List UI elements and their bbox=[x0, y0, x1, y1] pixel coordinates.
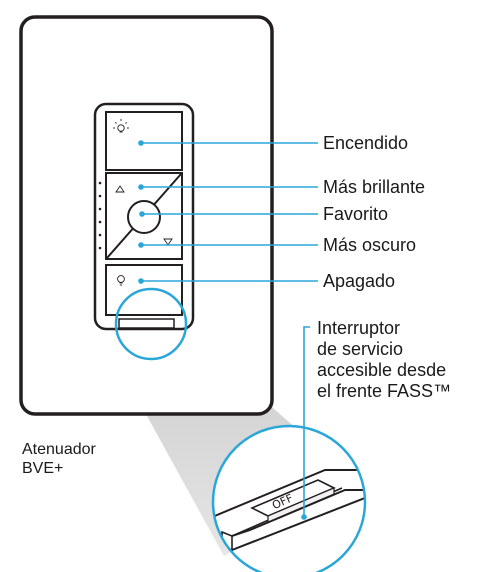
label-favorite: Favorito bbox=[323, 204, 389, 224]
callout-lines bbox=[141, 142, 318, 517]
magnifier-small-circle bbox=[114, 287, 188, 361]
label-fass: Interruptor de servicio accesible desde … bbox=[317, 318, 452, 401]
bulb-off-icon bbox=[117, 275, 125, 286]
status-led-dots bbox=[98, 181, 102, 250]
fass-tab[interactable] bbox=[118, 318, 175, 329]
label-raise: Más brillante bbox=[323, 177, 426, 197]
label-on: Encendido bbox=[323, 133, 409, 153]
favorite-button[interactable] bbox=[127, 200, 161, 234]
lower-arrow-icon bbox=[163, 238, 173, 246]
raise-arrow-icon bbox=[115, 185, 125, 193]
bulb-on-icon bbox=[113, 119, 129, 133]
zoomed-fass-switch: OFF bbox=[213, 469, 365, 552]
label-off: Apagado bbox=[323, 271, 396, 291]
label-lower: Más oscuro bbox=[323, 235, 417, 255]
callout-dots bbox=[138, 140, 307, 520]
dimmer-caption: Atenuador BVE+ bbox=[22, 441, 96, 477]
on-button[interactable] bbox=[105, 111, 183, 171]
